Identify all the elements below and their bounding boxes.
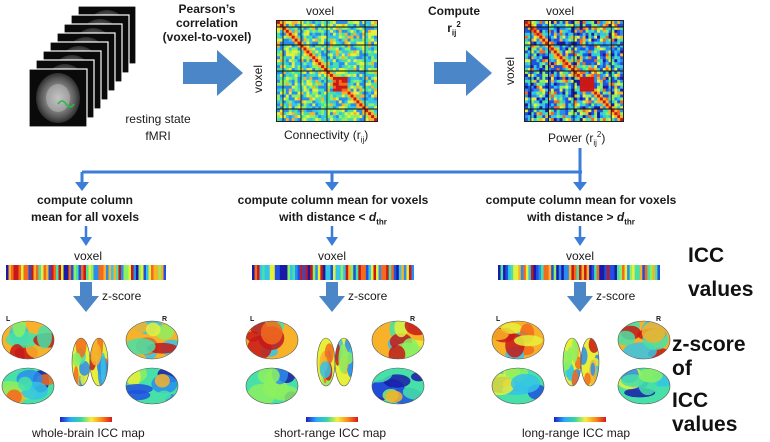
branch3-title: compute column mean for voxels with dist… xyxy=(468,193,694,229)
matrix2-caption: Power (rij2) xyxy=(548,128,605,150)
branch1-brain-panel: L R xyxy=(0,312,180,412)
matrix1-caption: Connectivity (rij) xyxy=(284,128,368,147)
branch1-left-letter: L xyxy=(6,316,11,323)
branch1-title-line1: compute column xyxy=(36,193,133,207)
step1-arrow-icon xyxy=(183,50,243,96)
z-line2: ICC values xyxy=(672,389,738,436)
matrix2-caption-base: Power (r xyxy=(548,131,594,145)
branch3-title-pre: with distance > xyxy=(527,210,617,224)
brain-slices-icon xyxy=(28,5,137,128)
matrix1-caption-base: Connectivity (r xyxy=(284,128,361,142)
branch3-caption: long-range ICC map xyxy=(522,426,631,440)
branch2-voxel-label: voxel xyxy=(318,249,347,263)
matrix2-caption-sup: 2 xyxy=(596,130,602,139)
branch2-title: compute column mean for voxels with dist… xyxy=(222,193,444,229)
compute-line1: Compute xyxy=(428,4,480,18)
z-line1: z-score of xyxy=(672,333,746,380)
long-range-map-icon xyxy=(491,320,671,405)
icc-values-label: ICC values xyxy=(688,244,753,302)
branch1-title-line2: mean for all voxels xyxy=(30,210,140,224)
matrix2-caption-sub: ij xyxy=(593,138,597,148)
branch3-colorbar xyxy=(554,417,606,422)
branch3-right-letter: R xyxy=(656,316,662,323)
whole-brain-map-icon xyxy=(1,320,179,405)
branch3-title-var: d xyxy=(616,210,625,224)
compute-step-label: Compute rij2 xyxy=(424,4,484,40)
matrix1-caption-sub: ij xyxy=(360,135,365,145)
branch1-colorbar xyxy=(60,417,112,422)
branch1-title: compute column mean for all voxels xyxy=(12,193,158,224)
branch2-left-letter: L xyxy=(250,316,255,323)
zscore-icc-label: z-score of ICC values xyxy=(672,333,770,437)
power-matrix xyxy=(524,20,624,122)
branch2-title-var: d xyxy=(368,210,377,224)
pearson-line1: Pearson’s xyxy=(178,2,236,16)
zscore-arrows xyxy=(73,282,593,312)
branch2-title-line1: compute column mean for voxels xyxy=(237,193,429,207)
branch1-caption: whole-brain ICC map xyxy=(32,426,145,440)
branch3-title-line1: compute column mean for voxels xyxy=(485,193,677,207)
branch2-colorbar xyxy=(306,417,358,422)
compute-line2: rij2 xyxy=(424,18,484,40)
branch1-voxel-label: voxel xyxy=(74,249,103,263)
branch1-icc-strip xyxy=(6,265,166,280)
branch2-title-sub: thr xyxy=(376,217,387,227)
matrix1-top-label: voxel xyxy=(306,4,335,18)
matrix2-top-label: voxel xyxy=(546,4,575,18)
icc-line1: ICC xyxy=(688,244,725,267)
compute-sup: 2 xyxy=(456,20,461,29)
branch3-icc-strip xyxy=(498,265,660,280)
branch2-icc-strip xyxy=(252,265,414,280)
branch2-title-line2: with distance < dthr xyxy=(222,210,444,229)
branch3-brain-panel: L R xyxy=(490,312,672,412)
branch-connector xyxy=(75,148,587,191)
branch1-right-letter: R xyxy=(162,316,168,323)
branch2-right-letter: R xyxy=(410,316,416,323)
fmri-label: resting state fMRI xyxy=(116,112,200,143)
short-range-map-icon xyxy=(245,320,425,405)
branch2-title-pre: with distance < xyxy=(279,210,369,224)
branch2-zscore-label: z-score xyxy=(348,289,388,303)
branch3-title-sub: thr xyxy=(624,217,635,227)
branch3-left-letter: L xyxy=(496,316,501,323)
icc-line2: values xyxy=(688,278,754,301)
connectivity-matrix xyxy=(276,20,378,122)
pearson-step-label: Pearson’s correlation (voxel-to-voxel) xyxy=(148,2,266,44)
pearson-line3: (voxel-to-voxel) xyxy=(162,30,252,44)
power-heatmap-icon xyxy=(525,21,624,122)
fmri-slice-stack xyxy=(22,4,142,136)
fmri-label-line2: fMRI xyxy=(145,129,171,143)
branch3-voxel-label: voxel xyxy=(566,249,595,263)
pearson-line2: correlation xyxy=(175,16,238,30)
matrix2-caption-end: ) xyxy=(601,131,606,145)
matrix1-caption-end: ) xyxy=(364,128,369,142)
branch3-zscore-label: z-score xyxy=(596,289,636,303)
small-arrows xyxy=(80,226,586,246)
connectivity-heatmap-icon xyxy=(277,21,378,122)
branch2-caption: short-range ICC map xyxy=(274,426,387,440)
branch3-title-line2: with distance > dthr xyxy=(468,210,694,229)
branch2-brain-panel: L R xyxy=(244,312,426,412)
fmri-label-line1: resting state xyxy=(125,112,191,126)
compute-r: r xyxy=(447,21,452,35)
step2-arrow-icon xyxy=(434,50,492,96)
compute-sub: ij xyxy=(451,28,457,38)
branch1-zscore-label: z-score xyxy=(102,289,142,303)
